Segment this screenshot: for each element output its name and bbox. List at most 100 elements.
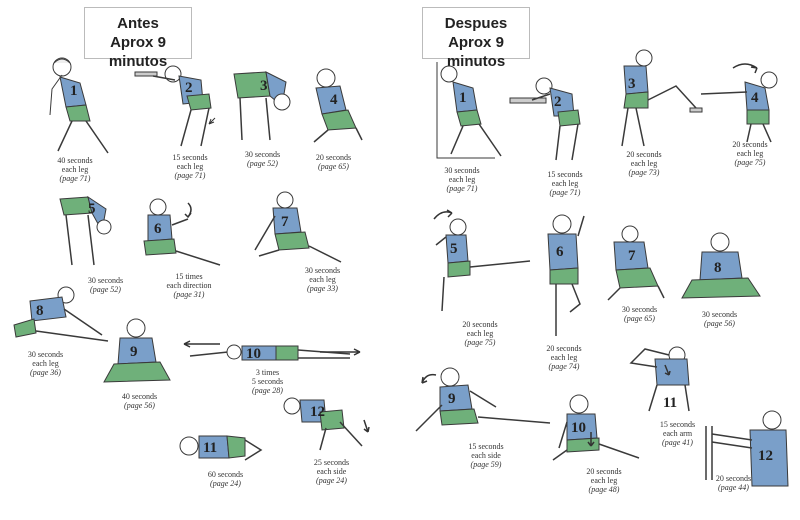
left-exercise-2-figure: 2	[134, 62, 225, 152]
caption-line: 30 seconds	[304, 266, 341, 275]
left-ex-12-number: 12	[310, 404, 325, 420]
caption-line: each leg	[448, 175, 476, 184]
right-ex-11-number: 11	[663, 395, 677, 411]
caption-line: each leg	[32, 359, 59, 368]
caption-line: 20 seconds	[626, 150, 662, 159]
right-exercise-7-caption: 30 seconds(page 65)	[612, 305, 667, 323]
left-ex-5-number: 5	[88, 201, 96, 217]
caption-line: each leg	[309, 275, 336, 284]
left-exercise-3-caption: 30 seconds(page 52)	[235, 150, 290, 168]
left-title-line2: Aprox 9 minutos	[108, 34, 168, 70]
right-ex-12-number: 12	[758, 448, 773, 464]
caption-line: 15 seconds	[172, 153, 208, 162]
right-panel-title: Despues Aprox 9 minutos	[422, 7, 530, 70]
right-title-line2: Aprox 9 minutos	[446, 34, 506, 70]
caption-page-ref: (page 74)	[548, 362, 580, 371]
caption-line: 15 seconds	[468, 442, 504, 451]
caption-page-ref: (page 52)	[90, 285, 121, 294]
caption-line: each leg	[176, 162, 204, 171]
left-ex-3-number: 3	[260, 78, 268, 94]
right-exercise-1-figure: 1	[435, 62, 515, 162]
caption-line: each leg	[736, 149, 764, 158]
left-title-line1: Antes	[117, 15, 159, 32]
left-exercise-3-figure: 3	[230, 68, 300, 148]
right-exercise-12-figure: 12	[700, 408, 795, 488]
caption-page-ref: (page 71)	[59, 174, 91, 183]
right-exercise-10-figure: 10	[545, 392, 645, 462]
right-ex-1-number: 1	[459, 90, 467, 106]
caption-line: 5 seconds	[251, 377, 284, 386]
right-exercise-11-figure: 11	[625, 345, 695, 415]
caption-line: each leg	[61, 165, 89, 174]
left-exercise-10-figure: 10	[180, 338, 365, 368]
right-exercise-5-figure: 5	[430, 205, 535, 315]
caption-page-ref: (page 52)	[247, 159, 278, 168]
right-exercise-7-figure: 7	[600, 224, 670, 304]
left-exercise-9-caption: 40 seconds(page 56)	[112, 392, 167, 410]
right-ex-3-number: 3	[628, 76, 636, 92]
left-ex-2-number: 2	[185, 80, 193, 96]
right-title-line1: Despues	[444, 15, 508, 32]
right-exercise-3-figure: 3	[600, 48, 705, 148]
caption-page-ref: (page 75)	[464, 338, 496, 347]
caption-line: 20 seconds	[732, 140, 768, 149]
caption-page-ref: (page 65)	[318, 162, 349, 171]
left-exercise-7-figure: 7	[245, 190, 345, 265]
caption-page-ref: (page 41)	[662, 438, 693, 447]
caption-page-ref: (page 71)	[446, 184, 478, 193]
caption-line: 30 seconds	[701, 310, 738, 319]
caption-line: 20 seconds	[715, 474, 752, 483]
caption-page-ref: (page 73)	[628, 168, 660, 177]
caption-line: 15 seconds	[547, 170, 583, 179]
caption-line: 40 seconds	[121, 392, 158, 401]
right-ex-5-number: 5	[450, 241, 458, 257]
left-exercise-12-figure: 12	[280, 392, 375, 454]
left-ex-8-number: 8	[36, 303, 44, 319]
left-panel-title: Antes Aprox 9 minutos	[84, 7, 192, 70]
caption-line: each leg	[590, 476, 618, 485]
caption-line: 30 seconds	[87, 276, 124, 285]
caption-line: each side	[471, 451, 501, 460]
caption-page-ref: (page 31)	[173, 290, 205, 299]
right-exercise-6-figure: 6	[540, 212, 590, 340]
caption-line: 20 seconds	[546, 344, 582, 353]
caption-line: each leg	[630, 159, 658, 168]
caption-line: 20 seconds	[462, 320, 498, 329]
caption-page-ref: (page 44)	[718, 483, 749, 492]
caption-page-ref: (page 48)	[588, 485, 620, 494]
caption-page-ref: (page 28)	[252, 386, 283, 395]
left-ex-6-number: 6	[154, 221, 162, 237]
caption-line: each direction	[166, 281, 212, 290]
right-exercise-8-caption: 30 seconds(page 56)	[692, 310, 747, 328]
right-exercise-2-figure: 2	[509, 72, 600, 164]
caption-line: each side	[316, 467, 347, 476]
left-ex-1-number: 1	[70, 83, 78, 99]
caption-line: each leg	[550, 353, 578, 362]
left-exercise-8-figure: 8	[10, 285, 110, 345]
caption-line: 60 seconds	[207, 470, 244, 479]
left-ex-7-number: 7	[281, 214, 289, 230]
left-exercise-4-figure: 4	[300, 66, 370, 146]
caption-line: 30 seconds	[621, 305, 658, 314]
caption-line: 30 seconds	[444, 166, 480, 175]
right-ex-4-number: 4	[751, 90, 759, 106]
right-ex-6-number: 6	[556, 244, 564, 260]
left-ex-9-number: 9	[130, 344, 138, 360]
left-exercise-4-caption: 20 seconds(page 65)	[306, 153, 361, 171]
caption-page-ref: (page 33)	[307, 284, 338, 293]
caption-page-ref: (page 24)	[316, 476, 347, 485]
caption-page-ref: (page 36)	[30, 368, 61, 377]
